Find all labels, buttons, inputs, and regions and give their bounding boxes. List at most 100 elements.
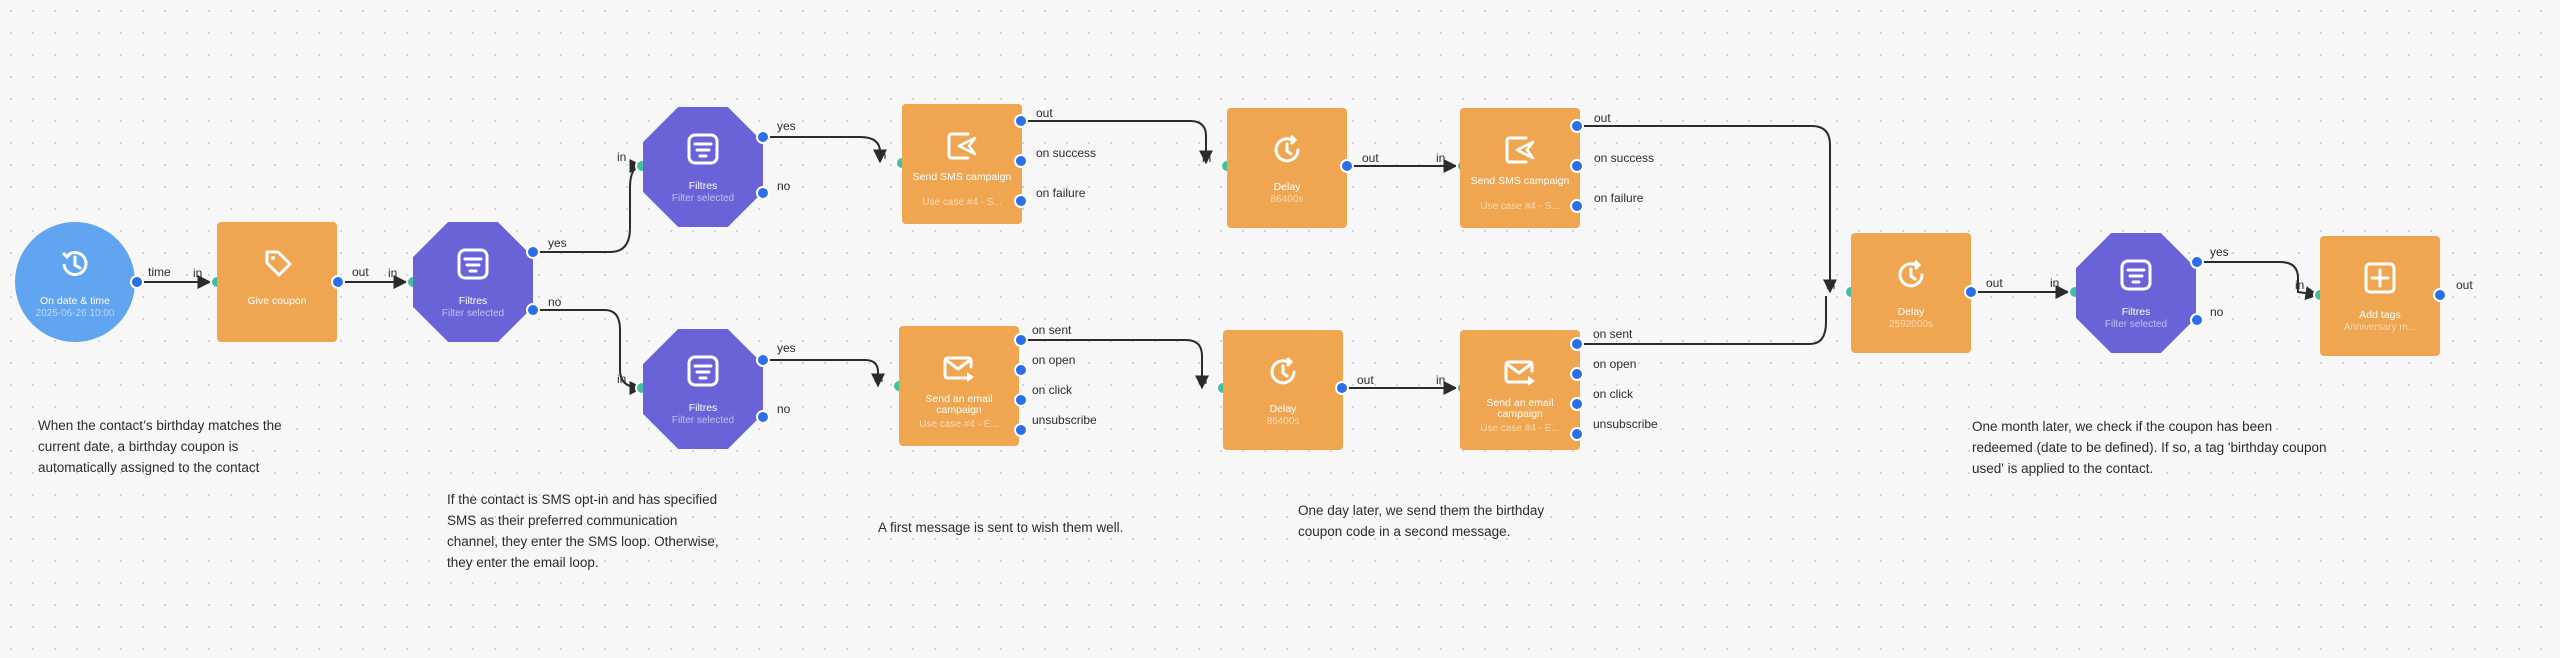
node-subtitle: 86400s [1270,194,1304,205]
filter-lines-icon [687,133,719,165]
delay-email-out-port[interactable] [1335,381,1349,395]
node-title: Give coupon [247,295,307,307]
unsubscribe-label: unsubscribe [1593,417,1658,431]
in-label: in [617,372,627,386]
on-sent-label: on sent [1032,323,1072,337]
filter-final-node[interactable]: Filtres Filter selected [2076,233,2196,353]
email1-click-port[interactable] [1014,393,1028,407]
sms1-node[interactable]: Send SMS campaign Use case #4 - S... [902,104,1022,224]
in-label: in [617,150,627,164]
out-label: out [1986,276,2003,290]
sms1-out-port[interactable] [1014,114,1028,128]
out-label: out [1036,106,1053,120]
email1-sent-port[interactable] [1014,333,1028,347]
trigger-node[interactable]: On date & time 2025-06-26 10:00 [15,222,135,342]
email2-sent-port[interactable] [1570,337,1584,351]
in-label: in [1202,151,1212,165]
in-label: in [874,371,884,385]
no-label: no [548,295,562,309]
email1-node[interactable]: Send an email campaign Use case #4 - E..… [899,326,1019,446]
filter1-node[interactable]: Filtres Filter selected [413,222,533,342]
note-line: current date, a birthday coupon is [38,439,239,454]
note-line: automatically assigned to the contact [38,460,260,475]
no-label: no [2210,305,2224,319]
node-subtitle: Filter selected [671,193,735,204]
delay-month-node[interactable]: Delay 2592000s [1851,233,1971,353]
sms2-failure-port[interactable] [1570,199,1584,213]
email2-unsubscribe-port[interactable] [1570,427,1584,441]
on-click-label: on click [1032,383,1073,397]
node-subtitle: Use case #4 - S... [922,197,1002,208]
sms1-failure-port[interactable] [1014,194,1028,208]
note-line: channel, they enter the SMS loop. Otherw… [447,534,719,549]
trigger-time-port[interactable] [130,275,144,289]
email2-click-port[interactable] [1570,397,1584,411]
node-subtitle: 86400s [1266,416,1300,427]
sms2-out-port[interactable] [1570,119,1584,133]
delay-email-node[interactable]: Delay 86400s [1223,330,1343,450]
in-label: in [2295,278,2305,292]
note-sms-email-split: If the contact is SMS opt-in and has spe… [447,489,719,573]
delay-month-out-port[interactable] [1964,285,1978,299]
email1-unsubscribe-port[interactable] [1014,423,1028,437]
add-tags-node[interactable]: Add tags Anniversary m... [2320,236,2440,356]
filter-final-yes-port[interactable] [2190,255,2204,269]
give-coupon-out-port[interactable] [331,275,345,289]
note-line: One month later, we check if the coupon … [1972,419,2273,434]
sms2-success-port[interactable] [1570,159,1584,173]
node-subtitle: Use case #4 - E... [1480,423,1560,434]
on-success-label: on success [1036,146,1097,160]
delay-sms-node[interactable]: Delay 86400s [1227,108,1347,228]
note-line: used' is applied to the contact. [1972,461,2154,476]
sms-send-icon [1505,136,1535,164]
note-second-message: One day later, we send them the birthday… [1298,500,1544,542]
node-title: Delay [1273,181,1301,193]
delay-timer-icon [1270,356,1296,385]
filter1-no-port[interactable] [526,303,540,317]
no-label: no [777,402,791,416]
note-line: A first message is sent to wish them wel… [878,520,1124,535]
in-label: in [2050,276,2060,290]
email1-open-port[interactable] [1014,363,1028,377]
in-label: in [877,148,887,162]
note-line: they enter the email loop. [447,555,599,570]
filter-sms-yes-port[interactable] [756,130,770,144]
filter-email-no-port[interactable] [756,410,770,424]
sms2-node[interactable]: Send SMS campaign Use case #4 - S... [1460,108,1580,228]
node-title: Filtres [688,180,718,192]
filter-email-yes-port[interactable] [756,353,770,367]
filter-sms-no-port[interactable] [756,186,770,200]
note-line: redeemed (date to be defined). If so, a … [1972,440,2327,455]
out-label: out [1594,111,1611,125]
note-month-check: One month later, we check if the coupon … [1972,416,2327,479]
sms1-success-port[interactable] [1014,154,1028,168]
in-label: in [1826,278,1836,292]
on-click-label: on click [1593,387,1634,401]
give-coupon-node[interactable]: Give coupon [217,222,337,342]
wire-sms2-out [1577,125,1837,294]
filter-sms-node[interactable]: Filtres Filter selected [643,107,763,227]
node-title: Filtres [688,402,718,414]
node-title: Send an email campaign [1486,397,1554,420]
filter-final-no-port[interactable] [2190,313,2204,327]
unsubscribe-label: unsubscribe [1032,413,1097,427]
on-sent-label: on sent [1593,327,1633,341]
sms-send-icon [947,132,977,160]
email2-open-port[interactable] [1570,367,1584,381]
filter-email-node[interactable]: Filtres Filter selected [643,329,763,449]
in-label: in [193,266,203,280]
filter-lines-icon [687,355,719,387]
clock-refresh-icon [61,251,88,277]
email2-node[interactable]: Send an email campaign Use case #4 - E..… [1460,330,1580,450]
node-title: On date & time [39,295,111,307]
note-line: coupon code in a second message. [1298,524,1511,539]
filter1-yes-port[interactable] [526,245,540,259]
add-tags-out-port[interactable] [2433,288,2447,302]
delay-sms-out-port[interactable] [1340,159,1354,173]
node-subtitle: Filter selected [2104,319,2168,330]
node-title: Add tags [2359,309,2401,321]
node-title: Delay [1897,306,1925,318]
in-label: in [1198,373,1208,387]
out-label: out [1362,151,1379,165]
